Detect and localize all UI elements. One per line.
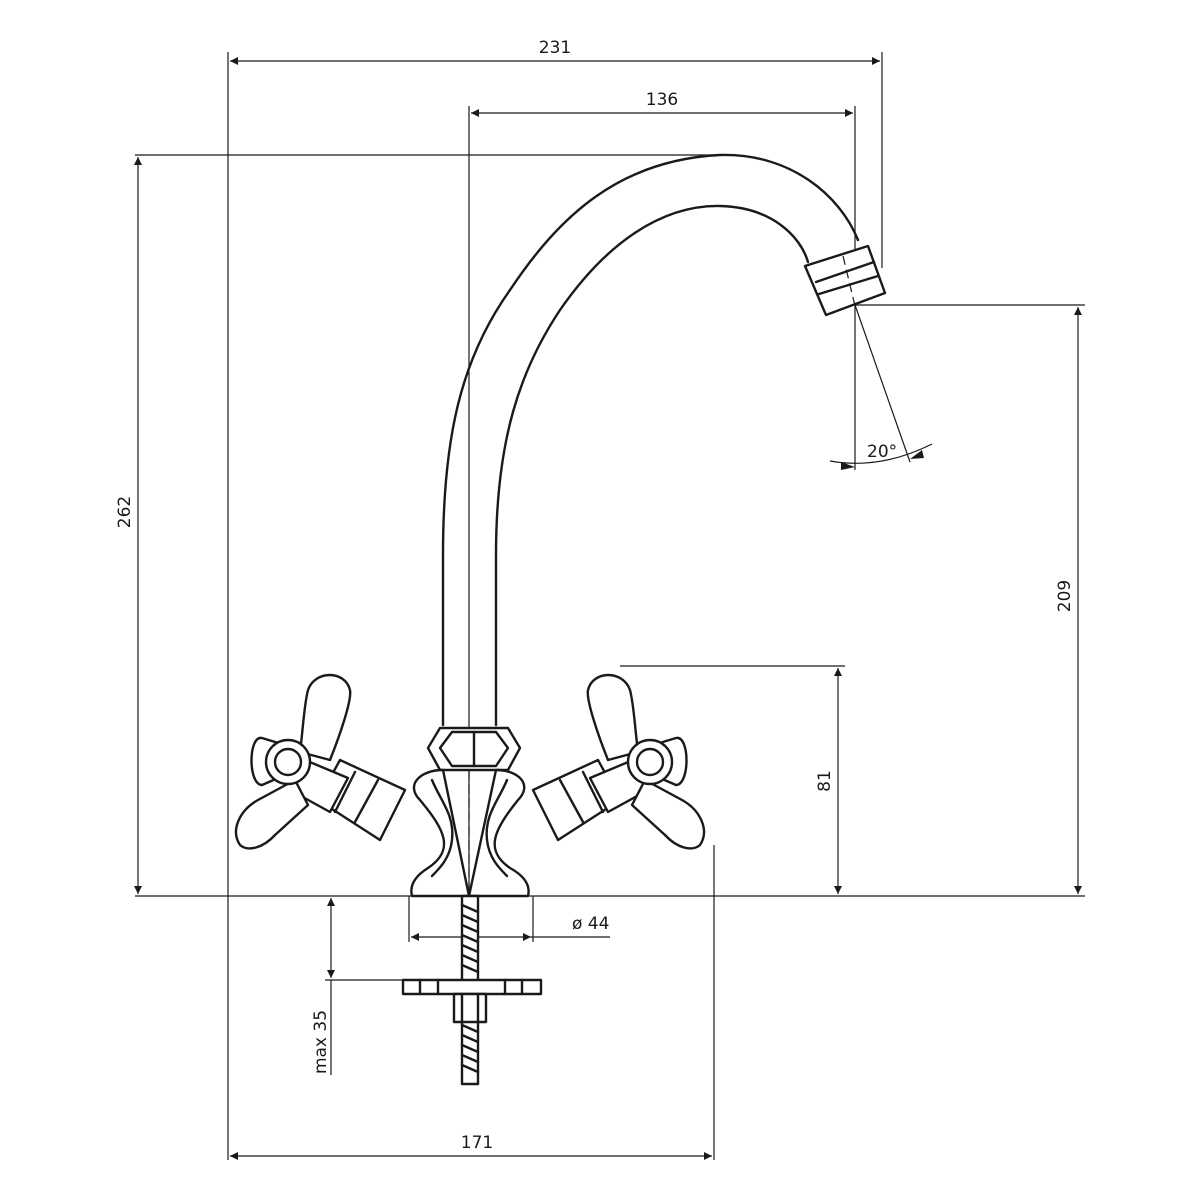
label-handle-span: 171 (461, 1133, 493, 1153)
label-handle-height: 81 (815, 770, 835, 792)
label-outlet-angle: 20° (867, 442, 897, 462)
faucet (234, 153, 887, 1086)
extension-lines (135, 52, 1085, 1160)
label-max-counter: max 35 (311, 1010, 331, 1074)
label-overall-height: 262 (115, 496, 135, 528)
body-left (410, 768, 471, 898)
spout-inner (494, 204, 810, 727)
swivel-nut (426, 726, 522, 772)
left-handle (234, 673, 352, 850)
label-overall-width: 231 (539, 38, 571, 58)
mounting-stud (401, 894, 543, 1086)
label-spout-reach: 136 (646, 90, 678, 110)
dim-arc-20deg (829, 443, 933, 464)
body-right (467, 768, 530, 898)
dimension-lines (134, 57, 1082, 1160)
label-spout-outlet-height: 209 (1055, 580, 1075, 612)
label-base-diameter: ø 44 (572, 914, 609, 934)
aerator (803, 244, 887, 317)
spout-outer (441, 153, 860, 727)
dimension-labels: 231 136 262 209 81 ø 44 max 35 171 20° (115, 38, 1075, 1153)
right-handle (586, 673, 706, 850)
